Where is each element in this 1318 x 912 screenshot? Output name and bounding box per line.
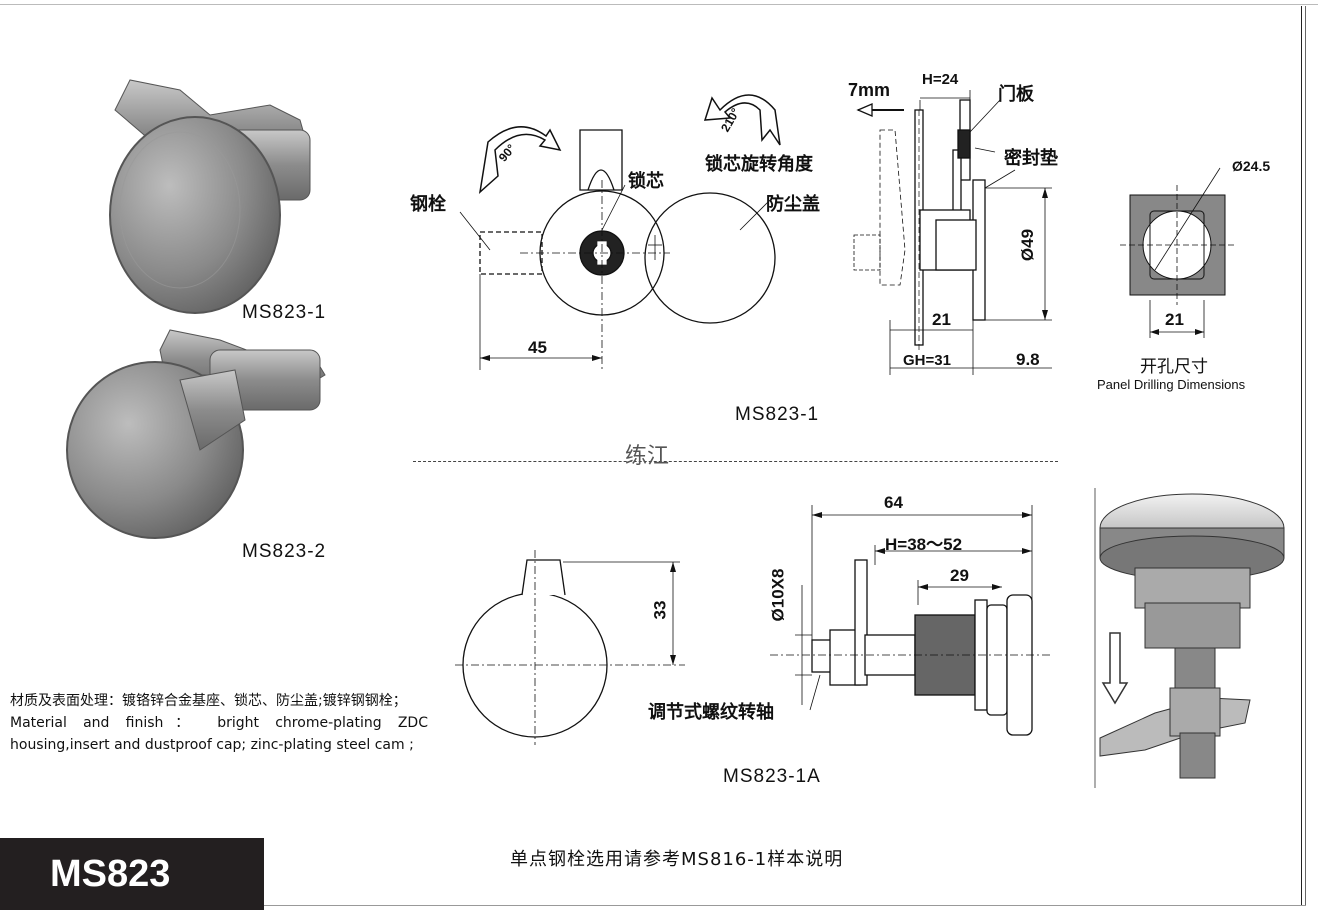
- shaft-label: 调节式螺纹转轴: [648, 702, 774, 723]
- dim-dia-49: Ø49: [1018, 228, 1038, 262]
- door-panel-label: 门板: [998, 84, 1034, 105]
- drilling-title-cn: 开孔尺寸: [1140, 357, 1208, 377]
- material-cn: 材质及表面处理：镀铬锌合金基座、锁芯、防尘盖;镀锌钢钢栓；: [10, 693, 407, 709]
- gasket-label: 密封垫: [1004, 148, 1058, 169]
- ms823-2-render: [66, 329, 326, 539]
- dim-21-drilling: 21: [1165, 310, 1184, 329]
- dim-33: 33: [650, 600, 670, 620]
- dim-9-8: 9.8: [1016, 350, 1040, 369]
- footer-note: 单点钢栓选用请参考MS816-1样本说明: [510, 849, 844, 870]
- divider-text: 练江: [625, 444, 670, 469]
- side-view-drawing: [853, 90, 1052, 375]
- ms823-1a-caption: MS823-1A: [723, 766, 821, 787]
- drilling-drawing: [1120, 167, 1235, 338]
- dim-h-24: H=24: [922, 71, 959, 88]
- product-renders: [66, 79, 326, 539]
- installation-render: [1094, 488, 1285, 788]
- dim-h-38-52: H=38～52: [885, 535, 963, 554]
- frame-bottom-border: [264, 905, 1306, 906]
- frame-right-border-inner: [1305, 6, 1306, 906]
- dim-dia-10x8: Ø10X8: [768, 568, 788, 622]
- dim-45: 45: [528, 338, 547, 357]
- frame-top-border: [0, 4, 1318, 5]
- section-divider: [413, 461, 1058, 462]
- ms823-1-label: MS823-1: [242, 302, 327, 323]
- model-badge: MS823: [0, 838, 264, 910]
- rotation-angle-label: 锁芯旋转角度: [705, 154, 813, 175]
- dim-64: 64: [884, 493, 903, 512]
- material-en: Material and finish： bright chrome-plati…: [10, 715, 428, 753]
- frame-right-border: [1301, 6, 1302, 906]
- drilling-title-en: Panel Drilling Dimensions: [1097, 377, 1246, 392]
- ms823-1a-front-drawing: [455, 550, 685, 745]
- ms823-2-label: MS823-2: [242, 541, 327, 562]
- ms823-1a-side-drawing: [770, 505, 1050, 736]
- dim-dia-24-5: Ø24.5: [1232, 158, 1271, 174]
- front-view-drawing: [459, 94, 781, 370]
- dim-29: 29: [950, 566, 969, 585]
- ms823-1-render: [109, 79, 311, 314]
- travel-7mm: 7mm: [848, 80, 891, 100]
- dim-21-side: 21: [932, 310, 951, 329]
- dim-gh-31: GH=31: [903, 352, 951, 369]
- bolt-label: 钢栓: [410, 194, 446, 215]
- cap-label: 防尘盖: [766, 194, 820, 215]
- ms823-1-drawing-caption: MS823-1: [735, 404, 820, 425]
- core-label: 锁芯: [628, 171, 664, 192]
- material-description: 材质及表面处理：镀铬锌合金基座、锁芯、防尘盖;镀锌钢钢栓； Material a…: [10, 690, 428, 756]
